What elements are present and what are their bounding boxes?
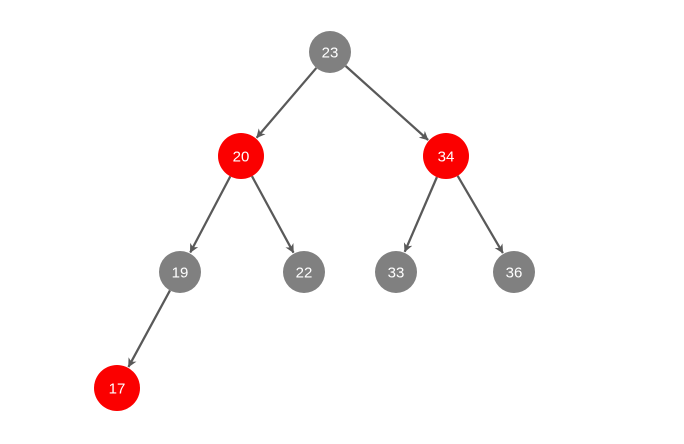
- node-circle-red: [94, 365, 140, 411]
- node-circle-gray: [309, 31, 351, 73]
- node-label: 33: [388, 265, 405, 282]
- tree-node-23: 23: [309, 31, 351, 73]
- node-label: 17: [109, 381, 126, 398]
- edge-34-to-33: [403, 176, 438, 253]
- tree-node-19: 19: [159, 251, 201, 293]
- tree-node-36: 36: [493, 251, 535, 293]
- edge-23-to-20: [255, 67, 318, 139]
- tree-node-33: 33: [375, 251, 417, 293]
- edge-20-to-22: [250, 175, 295, 254]
- edge-20-to-19: [189, 175, 232, 254]
- node-label: 36: [506, 265, 523, 282]
- tree-node-34: 34: [423, 133, 469, 179]
- node-circle-gray: [375, 251, 417, 293]
- node-circle-red: [423, 133, 469, 179]
- nodes-layer: 23 20 34 19 22 33 36 17: [94, 31, 535, 411]
- node-circle-red: [218, 133, 264, 179]
- edge-34-to-36: [456, 175, 504, 254]
- node-label: 34: [438, 149, 455, 166]
- node-label: 20: [233, 149, 250, 166]
- node-label: 19: [172, 265, 189, 282]
- node-circle-gray: [493, 251, 535, 293]
- node-label: 23: [322, 45, 339, 62]
- edges-layer: [127, 65, 504, 368]
- tree-node-22: 22: [283, 251, 325, 293]
- tree-node-20: 20: [218, 133, 264, 179]
- edge-23-to-34: [344, 65, 429, 141]
- edge-19-to-17: [127, 289, 171, 368]
- node-label: 22: [296, 265, 313, 282]
- node-circle-gray: [283, 251, 325, 293]
- node-circle-gray: [159, 251, 201, 293]
- tree-node-17: 17: [94, 365, 140, 411]
